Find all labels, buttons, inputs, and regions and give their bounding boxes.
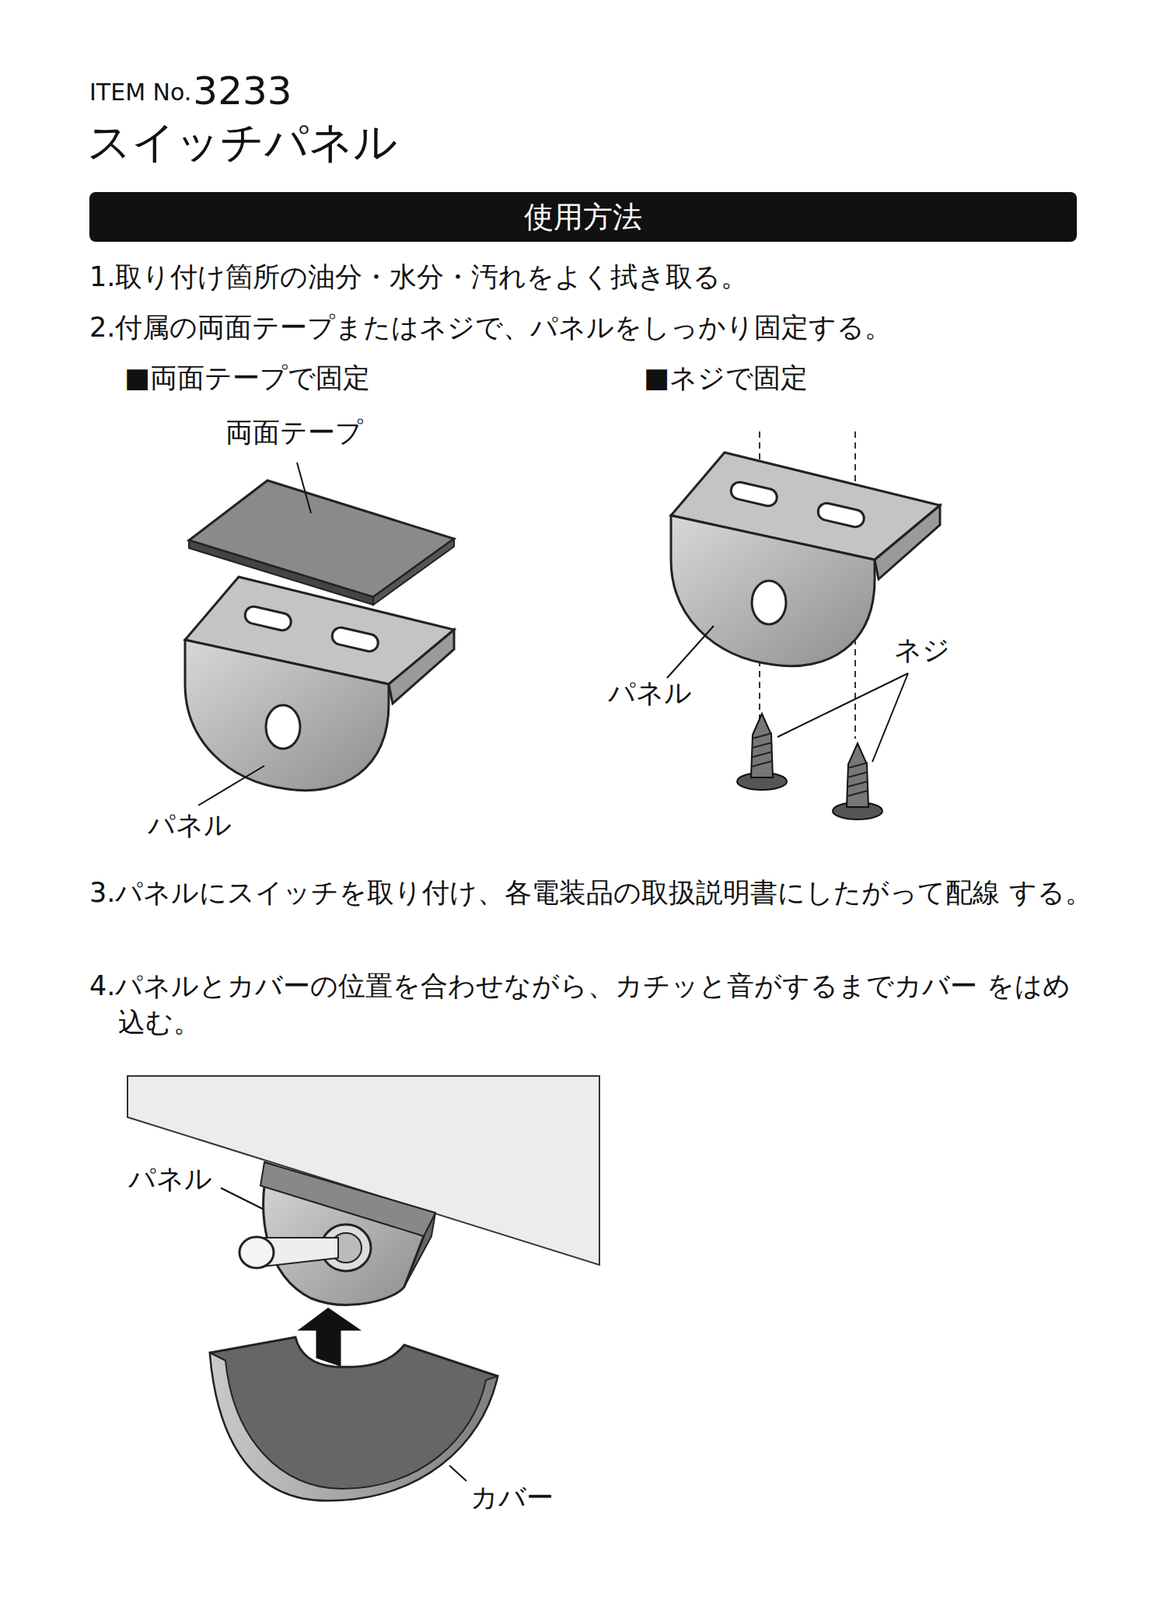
part-label: パネル: [128, 1162, 213, 1197]
step-text: 2.付属の両面テープまたはネジで、パネルをしっかり固定する。: [89, 309, 1093, 346]
section-band: 使用方法: [89, 192, 1077, 242]
part-label: パネル: [147, 808, 232, 843]
item-number: 3233: [192, 66, 292, 116]
section-heading: 使用方法: [524, 197, 643, 238]
step-text: 4.パネルとカバーの位置を合わせながら、カチッと音がするまでカバー をはめ込む。: [89, 967, 1093, 1042]
item-label: ITEM No.: [89, 77, 192, 108]
sub-heading: ■両面テープで固定: [124, 361, 371, 396]
page-title: スイッチパネル: [87, 115, 398, 170]
part-label: パネル: [607, 676, 692, 711]
part-label: 両面テープ: [225, 415, 364, 451]
sub-heading: ■ネジで固定: [643, 361, 808, 396]
step-text: 1.取り付け箇所の油分・水分・汚れをよく拭き取る。: [89, 258, 1093, 296]
part-label: ネジ: [894, 633, 951, 668]
part-label: カバー: [470, 1481, 554, 1516]
step-text: 3.パネルにスイッチを取り付け、各電装品の取扱説明書にしたがって配線 する。: [89, 874, 1093, 912]
